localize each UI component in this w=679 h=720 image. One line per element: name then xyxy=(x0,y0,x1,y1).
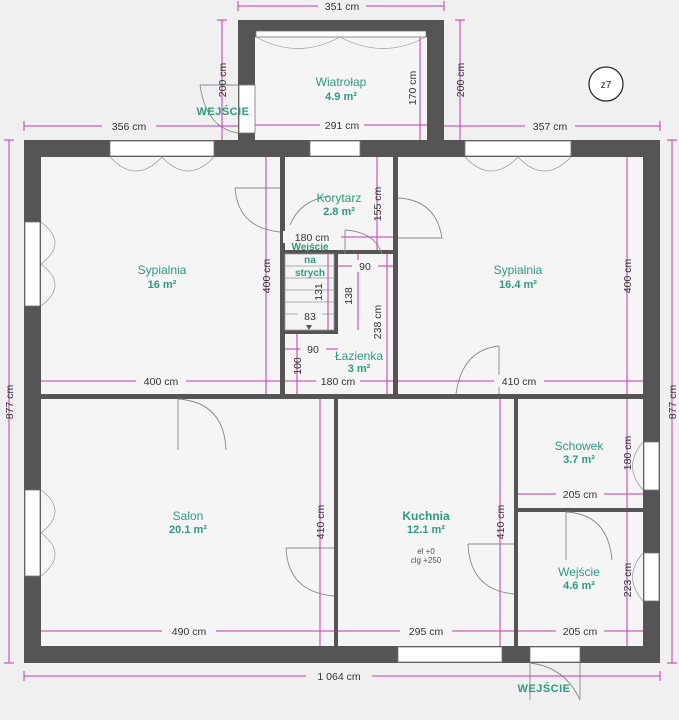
dim-salon-height: 410 cm xyxy=(315,505,327,540)
entrance-label-top: WEJŚCIE xyxy=(196,105,249,118)
dim-wiatrolap-depth-inner: 170 cm xyxy=(407,71,419,106)
room-name-wejscie: Wejście xyxy=(558,565,600,579)
window-bedroom-right-top xyxy=(464,140,572,157)
window-vestibule-top xyxy=(255,30,427,38)
room-labels: Wiatrołap 4.9 m² Korytarz 2.8 m² Sypialn… xyxy=(138,75,605,695)
dim-lazienka-height: 238 cm xyxy=(372,305,384,340)
wall-inner-korytarz-left xyxy=(280,157,285,394)
wall-inner-stair-right xyxy=(334,254,338,334)
room-area-kuchnia: 12.1 m² xyxy=(407,524,445,536)
door-salon-kuchnia xyxy=(285,547,335,597)
dim-wiatrolap-depth-left: 200 cm xyxy=(217,63,229,98)
room-area-wiatrolap: 4.9 m² xyxy=(325,91,357,103)
windows xyxy=(24,30,660,663)
window-kuchnia-bottom xyxy=(397,646,503,663)
dim-wiatrolap-depth-right: 200 cm xyxy=(455,63,467,98)
wall-vestibule-right xyxy=(427,20,444,157)
room-area-sypialnia-right: 16.4 m² xyxy=(499,279,537,291)
room-name-wiatrolap: Wiatrołap xyxy=(316,75,367,89)
dim-stair-width: 90 xyxy=(359,261,371,273)
room-name-schowek: Schowek xyxy=(555,439,605,453)
dim-lazienka-small-width: 90 xyxy=(307,344,319,356)
stair-direction-icon xyxy=(306,325,312,330)
door-entrance-top xyxy=(238,84,256,134)
stair-label-line2: na xyxy=(304,255,316,266)
window-korytarz-top xyxy=(309,140,361,157)
door-entrance-bottom xyxy=(529,646,581,663)
wall-left xyxy=(24,140,41,663)
dim-sypialnia-left-width: 400 cm xyxy=(144,376,179,388)
room-area-wejscie: 4.6 m² xyxy=(563,580,595,592)
room-area-lazienka: 3 m² xyxy=(348,363,371,375)
dim-stair-side: 138 xyxy=(343,287,355,305)
door-salon xyxy=(177,398,227,451)
wall-inner-salon-kuchnia xyxy=(334,399,338,646)
dim-sypialnia-left-height: 400 cm xyxy=(261,259,273,294)
dim-house-height-right: 877 cm xyxy=(667,385,679,420)
dimension-labels-vertical: 200 cm 170 cm 200 cm 877 cm 877 cm 155 c… xyxy=(4,63,679,598)
dim-kuchnia-width: 295 cm xyxy=(409,626,444,638)
wall-inner-korytarz-right xyxy=(393,157,398,394)
dim-stair-step: 83 xyxy=(304,311,316,323)
door-korytarz-bedroom-right xyxy=(397,197,443,239)
dim-salon-width: 490 cm xyxy=(172,626,207,638)
door-korytarz-bedroom-left xyxy=(234,187,281,233)
wall-right xyxy=(643,140,660,663)
wall-inner-schowek-wejscie xyxy=(518,508,643,512)
wall-inner-korytarz-bottom xyxy=(285,250,393,254)
room-area-schowek: 3.7 m² xyxy=(563,454,595,466)
dim-lazienka-width: 180 cm xyxy=(321,376,356,388)
dim-stair-run: 131 xyxy=(313,283,325,301)
compass-label: z7 xyxy=(601,80,612,91)
dim-wiatrolap-inner: 291 cm xyxy=(325,120,360,132)
wall-inner-horizontal xyxy=(41,394,643,399)
door-wejscie-schowek xyxy=(565,511,613,561)
window-salon-side xyxy=(24,489,41,577)
dim-house-height-left: 877 cm xyxy=(4,385,16,420)
dim-top-right: 357 cm xyxy=(533,121,568,133)
dim-wejscie-height: 223 cm xyxy=(622,563,634,598)
dim-schowek-width: 205 cm xyxy=(563,489,598,501)
kuchnia-note-ceiling: clg +250 xyxy=(411,556,442,565)
dim-wejscie-width: 205 cm xyxy=(563,626,598,638)
dim-sypialnia-right-height: 400 cm xyxy=(622,259,634,294)
entrance-label-bottom: WEJŚCIE xyxy=(517,682,570,695)
dim-korytarz-height: 155 cm xyxy=(372,187,384,222)
dimension-labels: 351 cm 356 cm 291 cm 357 cm 1 064 cm 180… xyxy=(102,0,604,683)
door-kuchnia-wejscie xyxy=(467,543,515,595)
kuchnia-note-elevation: el +0 xyxy=(417,547,435,556)
room-name-sypialnia-right: Sypialnia xyxy=(494,263,543,277)
room-name-sypialnia-left: Sypialnia xyxy=(138,263,187,277)
window-sashes xyxy=(40,36,644,602)
room-name-salon: Salon xyxy=(173,509,204,523)
dim-lazienka-small-height: 100 xyxy=(292,357,304,375)
doors xyxy=(177,84,613,701)
room-name-korytarz: Korytarz xyxy=(317,191,362,205)
door-korytarz-vestibule xyxy=(289,195,331,226)
wall-inner-kuchnia-schowek xyxy=(514,399,518,646)
stair-label-line3: strych xyxy=(295,268,325,279)
window-bedroom-left-side xyxy=(24,221,41,307)
wall-inner-stair-bottom xyxy=(285,330,338,334)
room-name-kuchnia: Kuchnia xyxy=(402,509,450,523)
room-area-korytarz: 2.8 m² xyxy=(323,206,355,218)
room-area-salon: 20.1 m² xyxy=(169,524,207,536)
dim-kuchnia-height: 410 cm xyxy=(495,505,507,540)
door-entry-top xyxy=(199,84,239,134)
window-schowek-side xyxy=(643,441,660,491)
dim-sypialnia-right-width: 410 cm xyxy=(502,376,537,388)
dim-korytarz-width: 180 cm xyxy=(295,232,330,244)
dim-top-left: 356 cm xyxy=(112,121,147,133)
stair-label-line1: Wejście xyxy=(291,242,328,253)
room-name-lazienka: Łazienka xyxy=(335,349,383,363)
room-area-sypialnia-left: 16 m² xyxy=(148,279,177,291)
dim-house-width: 1 064 cm xyxy=(317,671,360,683)
window-wejscie-side xyxy=(643,552,660,602)
dim-wiatrolap-outer: 351 cm xyxy=(325,1,360,13)
window-bedroom-left-top xyxy=(109,140,215,157)
stairs xyxy=(284,253,335,331)
north-compass-icon: z7 xyxy=(588,66,624,102)
dim-schowek-height: 180 cm xyxy=(622,436,634,471)
